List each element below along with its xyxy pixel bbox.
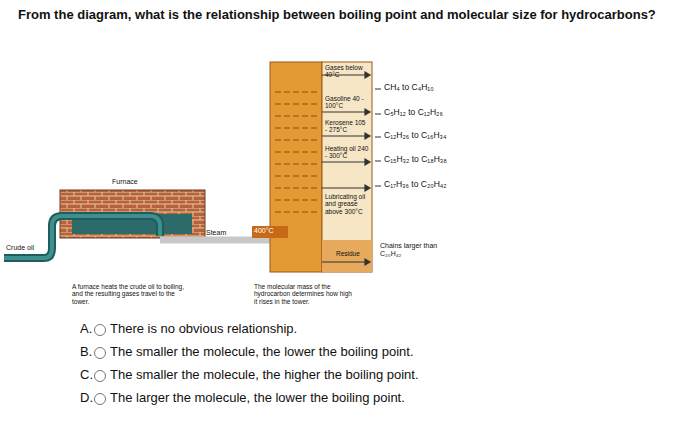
furnace-label: Furnace bbox=[112, 178, 162, 186]
fraction-label: Lubricating oil and grease above 300°C bbox=[325, 193, 369, 215]
tower-trays bbox=[275, 92, 317, 212]
option-letter: B. bbox=[80, 345, 98, 360]
formula-label: Chains larger than C₂₀H₄₂ bbox=[380, 242, 450, 258]
option-letter: C. bbox=[80, 368, 98, 383]
fraction-label: Gasoline 40 - 100°C bbox=[325, 95, 369, 110]
crude-oil-label: Crude oil bbox=[6, 244, 56, 252]
tower-label-panel bbox=[322, 62, 372, 272]
option-text: The smaller the molecule, the higher the… bbox=[110, 368, 670, 383]
formula-label: C₅H₁₂ to C₁₂H₂₆ bbox=[384, 108, 504, 118]
option-text: There is no obvious relationship. bbox=[110, 322, 670, 337]
crude-oil-pipe-inner bbox=[4, 216, 160, 258]
formula-label: C₁₇H₃₆ to C₂₀H₄₂ bbox=[384, 180, 504, 190]
formula-label: C₁₅H₃₂ to C₁₈H₃₈ bbox=[384, 155, 504, 165]
hot-zone bbox=[252, 226, 288, 238]
question-title: From the diagram, what is the relationsh… bbox=[18, 8, 696, 23]
crude-oil-pipe bbox=[4, 216, 160, 258]
option-text: The smaller the molecule, the lower the … bbox=[110, 345, 670, 360]
option-letter: D. bbox=[80, 391, 98, 406]
residue-zone bbox=[322, 240, 372, 272]
temperature-label: 400°C bbox=[254, 227, 288, 235]
caption-note: The molecular mass of the hydrocarbon de… bbox=[254, 283, 354, 305]
caption-note: A furnace heats the crude oil to boiling… bbox=[72, 283, 187, 305]
residue-label: Residue bbox=[336, 250, 370, 257]
fraction-label: Kerosene 105 - 275°C bbox=[325, 119, 369, 134]
formula-label: C₁₂H₂₆ to C₁₆H₃₄ bbox=[384, 131, 504, 141]
tower-body bbox=[270, 62, 322, 272]
fraction-label: Heating oil 240 - 300°C bbox=[325, 145, 369, 160]
steam-label: Steam bbox=[206, 229, 246, 237]
formula-label: CH₄ to C₄H₁₀ bbox=[384, 83, 504, 93]
radio-buttons bbox=[95, 325, 106, 405]
option-letter: A. bbox=[80, 322, 98, 337]
outlet-arrows bbox=[322, 72, 370, 265]
option-text: The larger the molecule, the lower the b… bbox=[110, 391, 670, 406]
formula-dashes bbox=[375, 89, 381, 186]
fraction-label: Gases below 40°C bbox=[325, 64, 369, 79]
